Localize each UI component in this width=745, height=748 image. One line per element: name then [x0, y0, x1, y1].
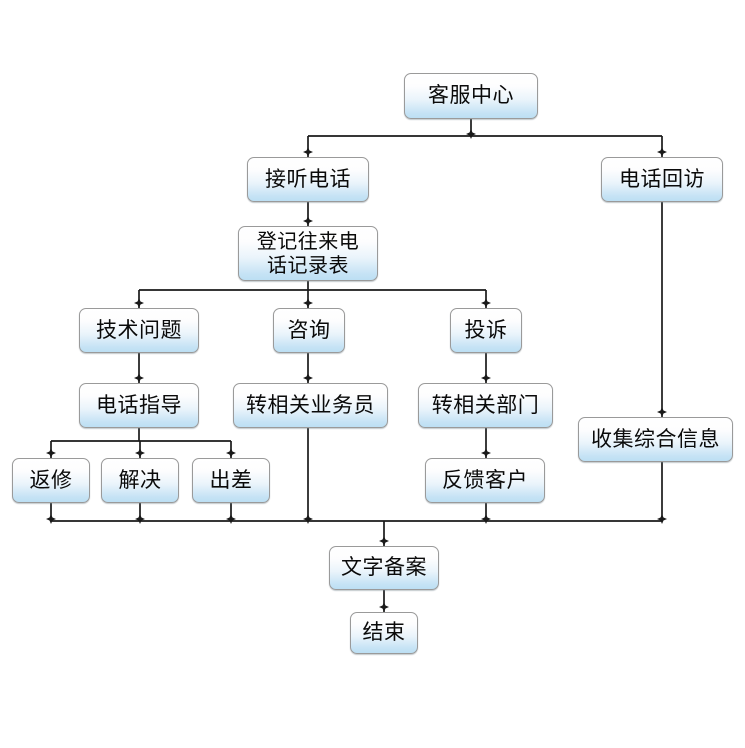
node-zhuan-bumen[interactable]: 转相关部门: [418, 383, 553, 428]
node-dianhua-zhidao[interactable]: 电话指导: [79, 383, 199, 428]
node-zhuan-yewuyuan[interactable]: 转相关业务员: [233, 383, 388, 428]
node-shouji-xinxi[interactable]: 收集综合信息: [578, 417, 733, 462]
node-chuchai[interactable]: 出差: [192, 458, 270, 503]
node-jishu-wenti[interactable]: 技术问题: [79, 308, 199, 353]
node-dianhua-huifang[interactable]: 电话回访: [601, 157, 723, 202]
node-jiejue[interactable]: 解决: [101, 458, 179, 503]
node-fankui-kehu[interactable]: 反馈客户: [425, 458, 545, 503]
node-jieting-dianhua[interactable]: 接听电话: [247, 157, 369, 202]
node-fanxiu[interactable]: 返修: [12, 458, 90, 503]
node-wenzi-bei-an[interactable]: 文字备案: [329, 546, 439, 590]
node-dengji-jilubiao[interactable]: 登记往来电 话记录表: [238, 226, 378, 281]
node-kefu-zhongxin[interactable]: 客服中心: [404, 73, 538, 119]
node-jieshu[interactable]: 结束: [350, 612, 418, 654]
node-tousu[interactable]: 投诉: [450, 308, 522, 353]
node-zixun[interactable]: 咨询: [273, 308, 345, 353]
